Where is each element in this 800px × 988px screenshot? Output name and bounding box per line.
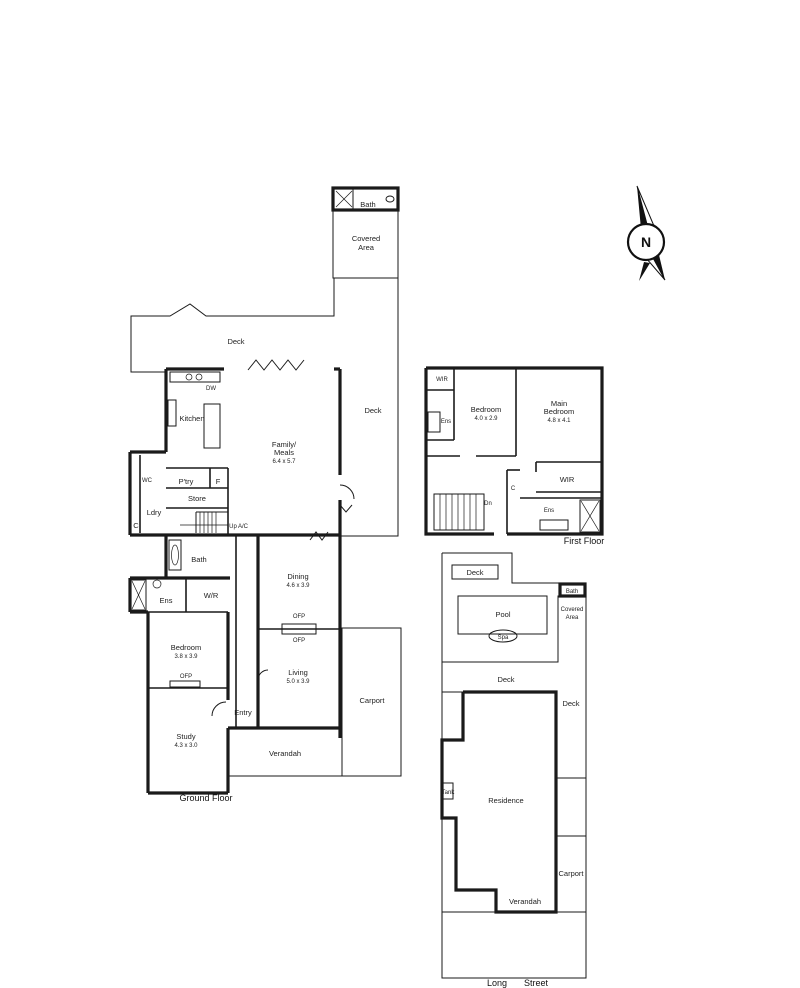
street-label-1: Long [487,978,507,988]
dining-dims: 4.6 x 3.9 [286,583,310,589]
spa-outline [488,629,518,643]
bath-label: Bath [191,555,206,564]
living-dims: 5.0 x 3.9 [286,679,310,685]
north-compass: N [626,185,666,281]
first-stairs-icon [433,493,485,531]
first-bedroom-dims: 4.0 x 2.9 [474,416,498,422]
dining-fireplace-label: OFP [293,614,305,620]
family-meals-dims: 6.4 x 5.7 [272,459,296,465]
study-label: Study [176,732,195,741]
site-boundary [441,552,587,979]
first-floor-title: First Floor [564,536,605,546]
living-fireplace-label: OFP [293,638,305,644]
ground-floor-plan: Bath Covered Area Deck Deck [128,186,402,803]
main-bedroom-label-2: Bedroom [544,407,574,416]
first-wir-left-label: WIR [436,377,448,383]
wc-label: WC [142,478,153,484]
outdoor-bath-label: Bath [360,200,375,209]
site-covered-area-label-1: Covered [561,607,584,613]
first-cupboard-label: C [511,486,516,492]
site-plan: Deck Bath Covered Area Pool Spa Deck Dec… [440,552,587,988]
residence-label: Residence [488,796,523,805]
street-label-2: Street [524,978,549,988]
main-bedroom-label-1: Main [551,399,567,408]
pool-outline [457,595,548,635]
site-bath-label: Bath [566,589,578,595]
kitchen-label: Kitchen [179,414,204,423]
verandah-label: Verandah [269,749,301,758]
fridge-label: F [216,477,221,486]
store-label: Store [188,494,206,503]
bedroom-label: Bedroom [171,643,201,652]
dw-label: DW [206,386,216,392]
compass-icon [626,222,666,262]
wir-label: W/R [204,591,219,600]
pantry-label: P'try [179,477,194,486]
site-deck-mid-label: Deck [497,675,514,684]
first-floor-plan: WIR Ens Bedroom 4.0 x 2.9 Main Bedroom 4… [424,366,605,546]
carport-outline [341,627,402,777]
laundry-label: Ldry [147,508,162,517]
covered-area-label-1: Covered [352,234,380,243]
deck-top-label: Deck [227,337,244,346]
ac-label: A/C [238,524,249,530]
family-meals-label-1: Family/ [272,440,297,449]
first-bedroom-label: Bedroom [471,405,501,414]
bedroom-fireplace-icon [169,680,201,688]
site-covered-area-label-2: Area [566,615,579,621]
first-wir-right-label: WIR [560,475,575,484]
bifold-doors-icon [247,359,305,371]
first-stairs-dn-label: Dn [484,501,492,507]
ground-floor-title: Ground Floor [179,793,232,803]
laundry-cupboard-label: C [133,521,139,530]
compass-north-label: N [641,234,651,250]
stairs-icon [180,511,228,533]
outdoor-bath-walls [331,186,400,212]
entry-label: Entry [234,708,252,717]
carport-label: Carport [359,696,385,705]
family-meals-label-2: Meals [274,448,294,457]
site-deck-top-label: Deck [466,568,483,577]
bedroom-dims: 3.8 x 3.9 [174,654,198,660]
dining-label: Dining [287,572,308,581]
site-verandah-label: Verandah [509,897,541,906]
residence-outline [440,690,558,914]
living-label: Living [288,668,308,677]
pool-label: Pool [495,610,510,619]
stairs-up-label: Up [229,524,237,530]
kitchen-island [203,403,221,449]
covered-area-label-2: Area [358,243,375,252]
bedroom-fireplace-label: OFP [180,674,192,680]
deck-right-label: Deck [364,406,381,415]
first-ensuite-right-label: Ens [544,508,554,514]
deck-outline [130,278,335,373]
study-dims: 4.3 x 3.0 [174,743,198,749]
site-deck-right-label: Deck [562,699,579,708]
first-ensuite-left-label: Ens [441,419,451,425]
ensuite-label: Ens [160,596,173,605]
site-carport-label: Carport [558,869,584,878]
main-bedroom-dims: 4.8 x 4.1 [547,418,571,424]
tank-label: Tank [442,790,456,796]
spa-label: Spa [498,635,509,641]
